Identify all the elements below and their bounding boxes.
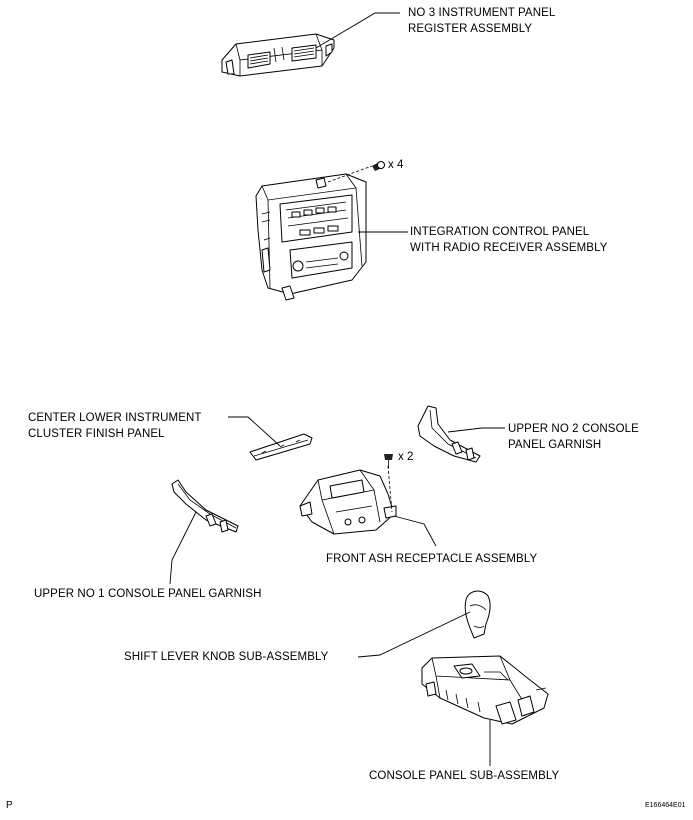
figure-id: E166464E01 (645, 802, 686, 809)
label-integration-panel-line2: WITH RADIO RECEIVER ASSEMBLY (410, 242, 608, 254)
label-center-lower-panel-line1: CENTER LOWER INSTRUMENT (28, 412, 202, 424)
upper-no2-garnish-drawing (417, 405, 481, 463)
footer-code: P (6, 800, 13, 811)
upper-no1-garnish-drawing (171, 479, 239, 533)
leader-shift-lever-knob (357, 611, 471, 658)
no3-register-assembly-drawing (221, 33, 335, 77)
center-lower-finish-panel-drawing (249, 433, 313, 461)
qty-screws-ash-receptacle: x 2 (398, 451, 414, 463)
leader-upper-no1-garnish (169, 511, 197, 585)
leader-front-ash-receptacle (393, 515, 437, 547)
leader-center-lower-panel (228, 416, 281, 447)
label-shift-lever-knob: SHIFT LEVER KNOB SUB-ASSEMBLY (124, 651, 329, 663)
label-integration-panel-line1: INTEGRATION CONTROL PANEL (410, 226, 590, 238)
shift-lever-knob-drawing (464, 590, 491, 639)
leader-upper-no2-garnish (447, 427, 505, 433)
screw-icon-integration (372, 161, 385, 171)
label-console-panel: CONSOLE PANEL SUB-ASSEMBLY (369, 770, 560, 782)
screw-path-ash-receptacle (387, 465, 393, 513)
screw-path-integration (327, 165, 373, 183)
label-no3-register-line2: REGISTER ASSEMBLY (408, 23, 533, 35)
leader-no3-register (315, 12, 400, 49)
label-center-lower-panel-line2: CLUSTER FINISH PANEL (28, 428, 165, 440)
label-upper-no2-garnish-line1: UPPER NO 2 CONSOLE (508, 423, 639, 435)
screw-icon-ash-receptacle (384, 454, 393, 468)
qty-screws-integration: x 4 (388, 159, 404, 171)
console-panel-drawing (421, 655, 549, 725)
front-ash-receptacle-drawing (299, 469, 397, 535)
label-no3-register-line1: NO 3 INSTRUMENT PANEL (408, 7, 556, 19)
label-upper-no1-garnish: UPPER NO 1 CONSOLE PANEL GARNISH (34, 588, 262, 600)
label-upper-no2-garnish-line2: PANEL GARNISH (508, 439, 602, 451)
label-front-ash-receptacle: FRONT ASH RECEPTACLE ASSEMBLY (326, 553, 538, 565)
integration-control-panel-drawing (255, 173, 367, 301)
